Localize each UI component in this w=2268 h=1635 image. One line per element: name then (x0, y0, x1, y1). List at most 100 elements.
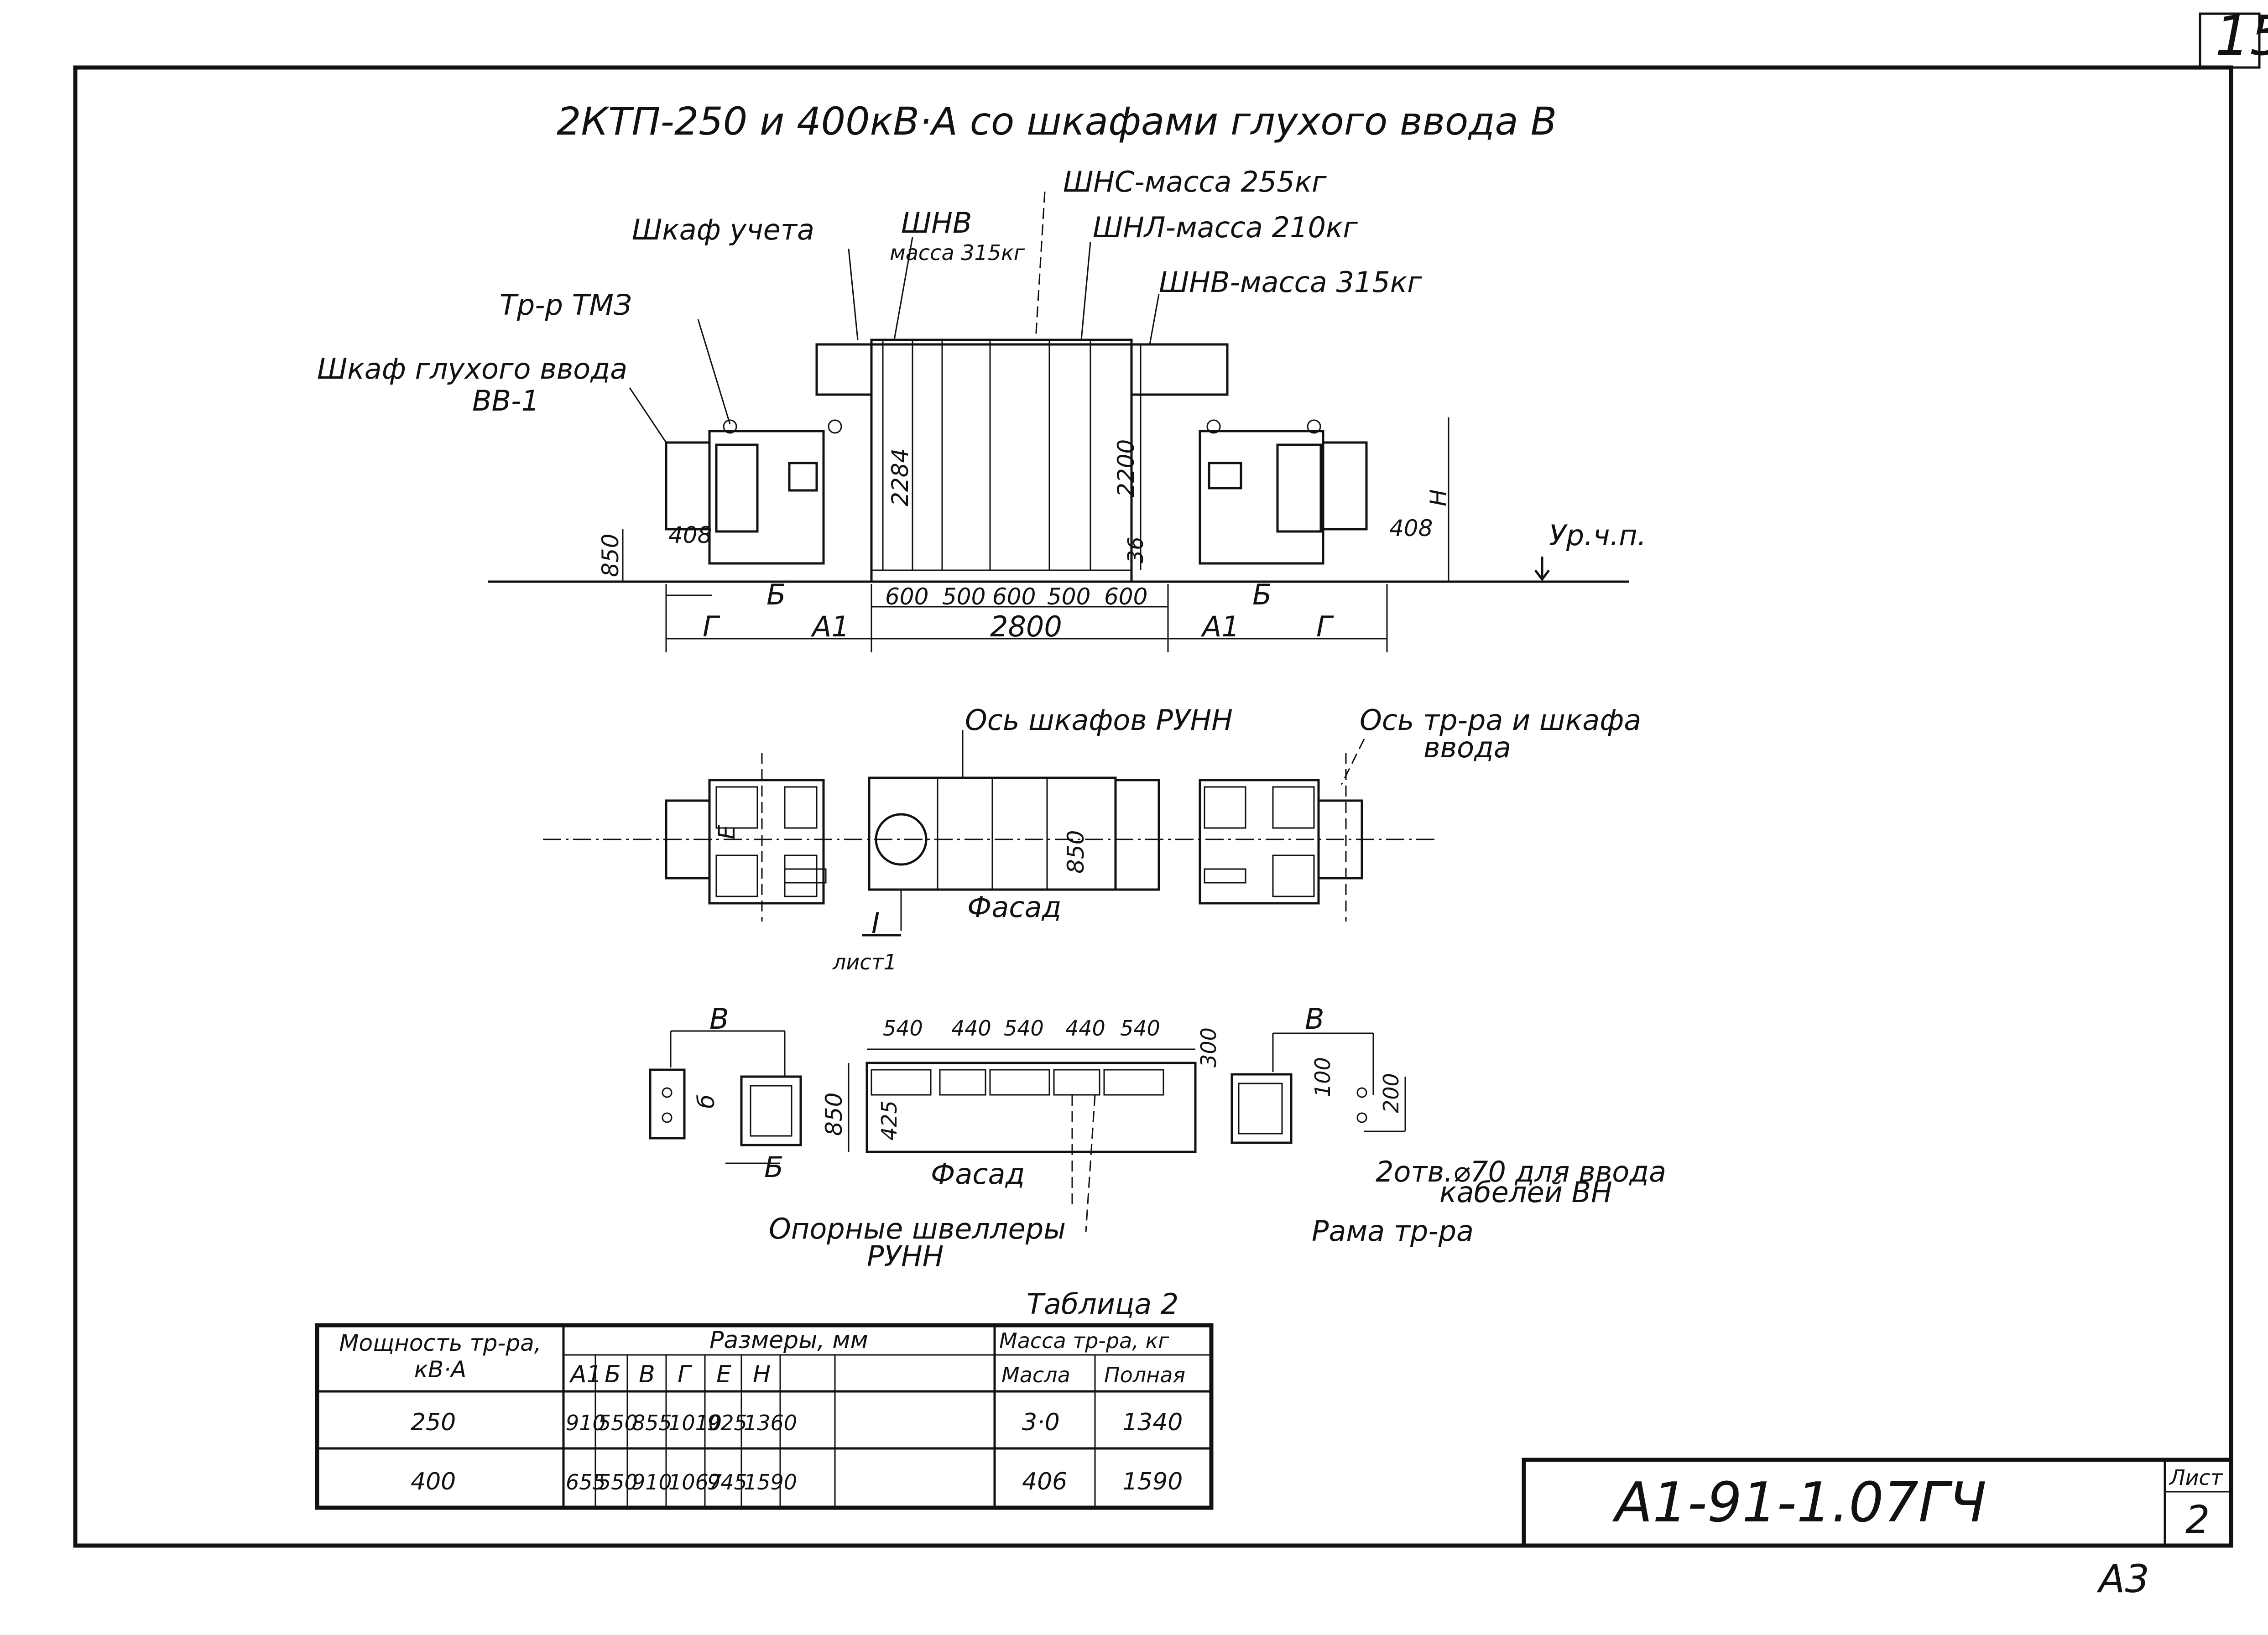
dim-a1-right: A1 (1200, 610, 1240, 643)
table-header-power: Мощность тр-ра, кВ·А (339, 1330, 541, 1383)
table-cell-e: 925 (707, 1411, 747, 1435)
label-shns: ШНС-масса 255кг (1063, 165, 1327, 198)
dim-2800: 2800 (990, 610, 1062, 643)
table-sub-v: В (639, 1361, 655, 1388)
label-tr-tmz: Тр-р ТМЗ (500, 288, 632, 322)
label-vv1: ВВ-1 (472, 384, 539, 417)
label-shnl: ШНЛ-масса 210кг (1093, 211, 1358, 244)
table-sub-a1: A1 (569, 1361, 602, 1388)
table-grid (315, 1323, 1214, 1510)
table-row: 400 655 550 910 1067 945 1590 406 1590 (411, 1468, 1183, 1495)
label-otv-a: 2отв.⌀70 для ввода (1376, 1155, 1666, 1188)
dim-540-a: 540 (883, 1016, 923, 1041)
label-shkaf-ucheta: Шкаф учета (632, 213, 814, 246)
table-sub-full: Полная (1104, 1363, 1185, 1387)
dim-seg-4: 500 (1047, 583, 1090, 610)
dim-v-right: В (1305, 1002, 1324, 1036)
dim-300: 300 (1196, 1027, 1221, 1067)
label-rama: Рама тр-ра (1312, 1214, 1474, 1248)
sheet-frame (73, 65, 2233, 1548)
label-os-runn: Ось шкафов РУНН (965, 703, 1233, 737)
table-cell-full: 1340 (1122, 1409, 1183, 1436)
table-sub-g: Г (678, 1361, 693, 1388)
label-shkaf-vvoda: Шкаф глухого ввода (317, 352, 627, 385)
table-cell-b: 550 (598, 1470, 638, 1494)
dim-850: 850 (597, 534, 624, 577)
dim-g-left: Г (703, 610, 720, 643)
dim-g-right: Г (1316, 610, 1334, 643)
table-header-sizes: Размеры, мм (709, 1327, 868, 1354)
dim-36: 36 (1123, 536, 1148, 563)
table-subheaders: A1 Б В Г Е Н Масла Полная (569, 1361, 1185, 1388)
table-cell-a1: 655 (566, 1470, 606, 1494)
label-ur-ch-p: Ур.ч.п. (1549, 519, 1646, 552)
label-otv-b: кабелей ВН (1439, 1176, 1612, 1209)
dim-b-left: Б (766, 578, 786, 611)
dim-b-right: Б (1252, 578, 1272, 611)
table-cell-oil: 3·0 (1022, 1409, 1060, 1436)
drawing-code: А1-91-1.07ГЧ (1612, 1471, 1986, 1535)
dim-2200: 2200 (1113, 439, 1139, 497)
label-section-mark: I (871, 906, 880, 940)
label-section-sheet: лист1 (832, 950, 897, 974)
plan-view (543, 730, 1437, 937)
label-shnv-b: ШНВ-масса 315кг (1159, 266, 1422, 299)
elevation-view (488, 191, 1629, 652)
table-caption: Таблица 2 (1027, 1287, 1178, 1321)
dim-850-foundation: 850 (821, 1093, 847, 1136)
table-row: 250 910 550 855 1010 925 1360 3·0 1340 (411, 1409, 1183, 1436)
dim-seg-5: 600 (1104, 583, 1147, 610)
label-opornye-b: РУНН (867, 1239, 944, 1273)
dim-b-small: б (693, 1094, 720, 1109)
dim-h: H (1425, 489, 1452, 506)
table-cell-h: 1590 (744, 1470, 797, 1494)
table-header-mass: Масса тр-ра, кг (999, 1328, 1169, 1353)
label-fasad-foundation: Фасад (931, 1157, 1025, 1191)
table-sub-b: Б (605, 1361, 621, 1388)
label-os-tr-b: ввода (1423, 731, 1511, 764)
label-shnv-a-mass: масса 315кг (890, 240, 1025, 265)
table-cell-a1: 910 (566, 1411, 606, 1435)
dim-540-c: 540 (1120, 1016, 1160, 1041)
dim-425: 425 (877, 1100, 902, 1140)
list-number: 2 (2185, 1497, 2210, 1542)
table-cell-h: 1360 (744, 1411, 797, 1435)
dim-850-plan: 850 (1063, 830, 1089, 874)
table-sub-oil: Масла (1001, 1363, 1070, 1387)
table-cell-g: 1067 (668, 1470, 722, 1494)
dim-e: E (714, 825, 740, 839)
list-label: Лист (2169, 1465, 2223, 1490)
label-shnv-a: ШНВ (901, 206, 972, 240)
table-cell-e: 945 (707, 1470, 747, 1494)
table-cell-oil: 406 (1022, 1468, 1067, 1495)
foundation-plan (649, 1030, 1406, 1232)
table-cell-power: 400 (411, 1468, 456, 1495)
label-opornye-a: Опорные швеллеры (769, 1212, 1066, 1245)
drawing-title: 2КТП-250 и 400кВ·А со шкафами глухого вв… (557, 99, 1557, 144)
dim-seg-2: 500 (942, 583, 985, 610)
table-sub-h: Н (753, 1361, 771, 1388)
label-os-tr-a: Ось тр-ра и шкафа (1360, 703, 1641, 737)
dim-100: 100 (1310, 1057, 1335, 1097)
dim-408-left: 408 (668, 522, 712, 548)
format-label: А3 (2096, 1557, 2149, 1601)
title-block (1522, 1458, 2233, 1548)
dim-v-left: В (709, 1002, 729, 1036)
dim-seg-1: 600 (885, 583, 928, 610)
sheet-number-box (2199, 12, 2261, 69)
dim-440-a: 440 (951, 1016, 991, 1041)
table-cell-b: 550 (598, 1411, 638, 1435)
table-cell-v: 910 (632, 1470, 672, 1494)
dim-408-right: 408 (1389, 515, 1433, 542)
table-cell-g: 1010 (668, 1411, 722, 1435)
dim-seg-3: 600 (992, 583, 1036, 610)
dim-540-b: 540 (1004, 1016, 1044, 1041)
dim-a1-left: A1 (810, 610, 850, 643)
dim-440-b: 440 (1065, 1016, 1105, 1041)
table-cell-full: 1590 (1122, 1468, 1183, 1495)
dim-2284: 2284 (887, 448, 913, 506)
label-fasad-plan: Фасад (967, 890, 1061, 924)
dim-200: 200 (1379, 1073, 1403, 1113)
table-sub-e: Е (716, 1361, 731, 1388)
